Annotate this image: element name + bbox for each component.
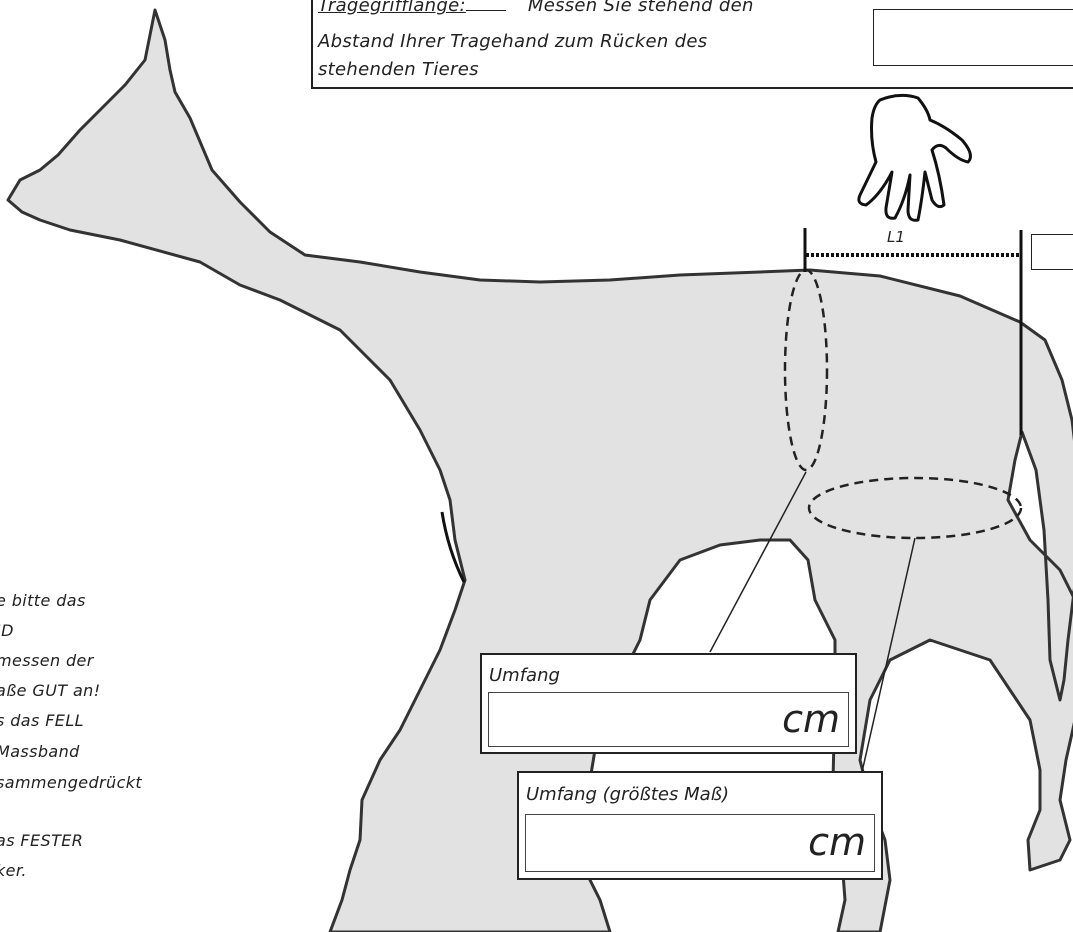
handle-length-label: Tragegrifflänge: xyxy=(318,0,466,16)
hand-icon xyxy=(859,95,971,220)
note-line-9: as FESTER xyxy=(0,831,83,850)
instruction-text-3: stehenden Tieres xyxy=(318,59,479,80)
max-girth-label: Umfang (größtes Maß) xyxy=(526,784,729,805)
note-line-7: sammengedrückt xyxy=(0,773,142,792)
chest-girth-box: Umfang cm xyxy=(480,653,857,754)
max-girth-unit: cm xyxy=(808,820,866,864)
max-girth-box: Umfang (größtes Maß) cm xyxy=(517,771,883,880)
l1-label: L1 xyxy=(887,228,905,246)
note-line-10: ker. xyxy=(0,861,27,880)
chest-girth-field[interactable]: cm xyxy=(488,692,849,747)
note-line-2: ID xyxy=(0,621,14,640)
max-girth-field[interactable]: cm xyxy=(525,814,875,872)
instruction-text-2: Abstand Ihrer Tragehand zum Rücken des xyxy=(318,31,707,52)
note-line-4: aße GUT an! xyxy=(0,681,101,700)
chest-girth-unit: cm xyxy=(782,697,840,741)
chest-girth-label: Umfang xyxy=(489,665,560,686)
handle-length-input[interactable] xyxy=(873,9,1073,66)
note-line-3: messen der xyxy=(0,651,94,670)
instruction-text-1: Messen Sie stehend den xyxy=(528,0,754,16)
note-line-1: e bitte das xyxy=(0,591,86,610)
instruction-line-1: Tragegrifflänge: Messen Sie stehend den xyxy=(318,0,754,16)
note-line-6: Massband xyxy=(0,742,80,761)
l1-input[interactable] xyxy=(1031,234,1073,270)
note-line-5: s das FELL xyxy=(0,711,84,730)
